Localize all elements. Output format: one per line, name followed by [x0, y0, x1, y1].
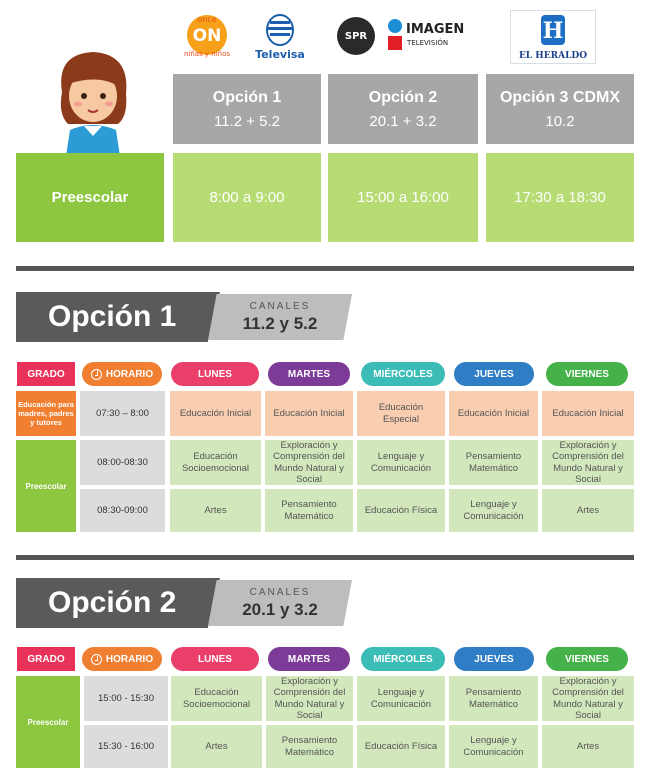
schedule-cell: Lenguaje y Comunicación: [449, 489, 538, 532]
schedule-cell: Educación Inicial: [265, 391, 353, 436]
channels-value: 20.1 y 3.2: [242, 599, 318, 619]
option-1-channels: CANALES 11.2 y 5.2: [208, 294, 352, 340]
divider: [16, 266, 634, 271]
time-cell: 15:30 - 16:00: [84, 725, 168, 768]
once-logo: once ON niñas y niños: [176, 10, 238, 60]
svg-text:ON: ON: [193, 26, 222, 46]
schedule-cell: Lenguaje y Comunicación: [357, 440, 445, 485]
option-channels: 20.1 + 3.2: [369, 112, 437, 130]
svg-text:Televisa: Televisa: [255, 48, 305, 61]
day-header-viernes: VIERNES: [546, 647, 628, 671]
day-header-viernes: VIERNES: [546, 362, 628, 386]
spr-logo: SPR: [336, 16, 376, 56]
option-title: Opción 1: [212, 88, 282, 106]
summary-time-option-2: 15:00 a 16:00: [328, 153, 478, 242]
horario-label: HORARIO: [105, 368, 154, 380]
time-cell: 08:30-09:00: [80, 489, 165, 532]
day-header-lunes: LUNES: [171, 647, 259, 671]
option-1-title: Opción 1: [16, 292, 220, 342]
option-title: Opción 3 CDMX: [499, 88, 620, 106]
clock-icon: [90, 368, 102, 380]
day-header-martes: MARTES: [268, 647, 350, 671]
schedule-cell: Educación Física: [357, 725, 445, 768]
channels-label: CANALES: [249, 586, 311, 598]
svg-text:niñas y niños: niñas y niños: [184, 50, 230, 58]
schedule-cell: Artes: [170, 489, 261, 532]
time-cell: 08:00-08:30: [80, 440, 165, 485]
schedule-cell: Educación Inicial: [449, 391, 538, 436]
schedule-cell: Lenguaje y Comunicación: [449, 725, 538, 768]
schedule-cell: Pensamiento Matemático: [449, 676, 538, 721]
svg-text:once: once: [197, 15, 216, 24]
schedule-cell: Pensamiento Matemático: [265, 489, 353, 532]
day-header-jueves: JUEVES: [454, 362, 534, 386]
summary-time-option-1: 8:00 a 9:00: [173, 153, 321, 242]
option-2-title: Opción 2: [16, 578, 220, 628]
schedule-cell: Pensamiento Matemático: [449, 440, 538, 485]
svg-text:EL HERALDO: EL HERALDO: [519, 51, 587, 61]
channels-value: 11.2 y 5.2: [242, 313, 318, 333]
summary-option-1-header: Opción 1 11.2 + 5.2: [173, 74, 321, 144]
day-header-miercoles: MIÉRCOLES: [361, 362, 445, 386]
horario-header: HORARIO: [82, 647, 162, 671]
day-header-jueves: JUEVES: [454, 647, 534, 671]
schedule-cell: Educación Física: [357, 489, 445, 532]
schedule-cell: Lenguaje y Comunicación: [357, 676, 445, 721]
schedule-cell: Exploración y Comprensión del Mundo Natu…: [542, 676, 634, 721]
svg-text:IMAGEN: IMAGEN: [406, 22, 464, 37]
svg-text:SPR: SPR: [345, 31, 368, 42]
schedule-cell: Educación Socioemocional: [170, 440, 261, 485]
schedule-cell: Exploración y Comprensión del Mundo Natu…: [265, 440, 353, 485]
day-header-martes: MARTES: [268, 362, 350, 386]
day-header-miercoles: MIÉRCOLES: [361, 647, 445, 671]
time-cell: 15:00 - 15:30: [84, 676, 168, 721]
summary-time-option-3: 17:30 a 18:30: [486, 153, 634, 242]
grado-header: GRADO: [17, 647, 75, 671]
schedule-cell: Educación Especial: [357, 391, 445, 436]
summary-option-2-header: Opción 2 20.1 + 3.2: [328, 74, 478, 144]
day-header-lunes: LUNES: [171, 362, 259, 386]
svg-text:TELEVISIÓN: TELEVISIÓN: [406, 38, 448, 47]
option-title: Opción 2: [368, 88, 438, 106]
girl-illustration: [48, 44, 138, 156]
summary-level-preescolar: Preescolar: [16, 153, 164, 242]
option-channels: 10.2: [545, 112, 575, 130]
schedule-cell: Educación Socioemocional: [171, 676, 262, 721]
clock-icon: [90, 653, 102, 665]
option-channels: 11.2 + 5.2: [213, 112, 281, 130]
divider: [16, 555, 634, 560]
schedule-cell: Exploración y Comprensión del Mundo Natu…: [266, 676, 353, 721]
channels-label: CANALES: [249, 300, 311, 312]
schedule-cell: Educación Inicial: [170, 391, 261, 436]
schedule-cell: Artes: [171, 725, 262, 768]
schedule-cell: Artes: [542, 489, 634, 532]
grado-parents: Educación para madres, padres y tutores: [16, 391, 76, 436]
time-cell: 07:30 – 8:00: [80, 391, 165, 436]
schedule-cell: Educación Inicial: [542, 391, 634, 436]
el-heraldo-logo: H EL HERALDO: [510, 10, 596, 64]
grado-preescolar: Preescolar: [16, 676, 80, 768]
imagen-television-logo: IMAGEN TELEVISIÓN: [386, 16, 472, 56]
option-2-channels: CANALES 20.1 y 3.2: [208, 580, 352, 626]
grado-header: GRADO: [17, 362, 75, 386]
schedule-cell: Artes: [542, 725, 634, 768]
summary-option-3-header: Opción 3 CDMX 10.2: [486, 74, 634, 144]
grado-preescolar: Preescolar: [16, 440, 76, 532]
horario-label: HORARIO: [105, 653, 154, 665]
horario-header: HORARIO: [82, 362, 162, 386]
svg-text:H: H: [543, 18, 564, 44]
televisa-logo: Televisa: [248, 12, 312, 62]
schedule-cell: Pensamiento Matemático: [266, 725, 353, 768]
schedule-cell: Exploración y Comprensión del Mundo Natu…: [542, 440, 634, 485]
